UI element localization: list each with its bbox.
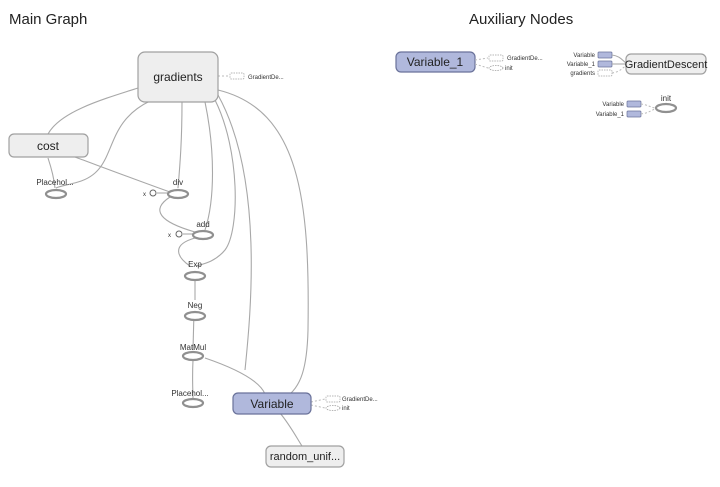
edge-gradients-placeholder: [55, 100, 151, 189]
edge-gradients-exp: [195, 99, 236, 267]
edge-gd-in-3: [611, 65, 627, 74]
gd-input-gradients-label: gradients: [570, 71, 595, 77]
edge-matmul-variable: [204, 357, 266, 395]
add-const[interactable]: x: [168, 230, 183, 239]
variable-label: Variable: [250, 397, 293, 411]
exp-node[interactable]: Exp: [183, 260, 207, 282]
random-uniform-node[interactable]: random_unif...: [265, 445, 345, 468]
variable-1-aux-ref-2[interactable]: init: [488, 65, 513, 73]
init-input-variable-1[interactable]: Variable_1: [596, 110, 642, 118]
div-label: div: [173, 178, 183, 187]
auxiliary-nodes-title: Auxiliary Nodes: [469, 11, 573, 28]
gradients-aux-ref-label: GradientDe...: [248, 75, 284, 81]
edge-variable-aux-2: [310, 404, 326, 409]
edge-gradients-add: [204, 101, 214, 231]
random-uniform-label: random_unif...: [270, 451, 340, 463]
matmul-node[interactable]: MatMul: [180, 343, 206, 362]
variable-aux-ref-2[interactable]: init: [325, 405, 350, 413]
add-const-label: x: [168, 233, 171, 239]
variable-1-aux-ref-2-label: init: [505, 66, 513, 72]
variable-node[interactable]: Variable: [232, 392, 312, 415]
init-input-variable[interactable]: Variable: [602, 100, 642, 108]
variable-1-aux-ref-1-label: GradientDe...: [507, 56, 543, 62]
edge-init-in-1: [640, 103, 656, 109]
exp-label: Exp: [188, 260, 202, 269]
main-graph-title: Main Graph: [9, 11, 87, 28]
gd-input-variable[interactable]: Variable: [573, 51, 613, 59]
edge-div-add: [159, 196, 196, 233]
placeholder-top-label: Placehol...: [36, 178, 73, 187]
add-label: add: [196, 220, 209, 229]
variable-1-aux-ref-1[interactable]: GradientDe...: [488, 54, 543, 62]
gd-input-variable-1[interactable]: Variable_1: [567, 60, 613, 68]
neg-label: Neg: [188, 301, 203, 310]
edge-gradients-cost: [47, 87, 139, 135]
gradients-label: gradients: [153, 70, 202, 84]
edge-gradients-variable: [217, 89, 309, 395]
variable-aux-ref-1-label: GradientDe...: [342, 397, 378, 403]
edge-variable-aux: [310, 398, 326, 403]
init-input-variable-label: Variable: [602, 102, 624, 108]
placeholder-bottom-node[interactable]: Placehol...: [171, 389, 209, 409]
gd-input-variable-1-label: Variable_1: [567, 62, 596, 68]
matmul-label: MatMul: [180, 343, 206, 352]
init-input-variable-1-label: Variable_1: [596, 112, 625, 118]
div-node[interactable]: div: [166, 178, 190, 200]
cost-node[interactable]: cost: [8, 133, 89, 158]
variable-1-label: Variable_1: [407, 55, 464, 69]
div-const[interactable]: x: [143, 189, 157, 198]
placeholder-top-node[interactable]: Placehol...: [36, 178, 74, 200]
edge-add-exp: [178, 237, 196, 267]
edge-variable-1-aux-2: [474, 63, 489, 69]
gradients-aux-ref[interactable]: GradientDe...: [229, 72, 284, 81]
edge-gradients-div: [177, 101, 183, 189]
placeholder-bottom-label: Placehol...: [171, 389, 208, 398]
div-const-label: x: [143, 192, 146, 198]
variable-aux-ref-2-label: init: [342, 406, 350, 412]
cost-label: cost: [37, 139, 60, 153]
init-label: init: [661, 94, 672, 103]
gd-input-gradients[interactable]: gradients: [570, 69, 613, 77]
neg-node[interactable]: Neg: [183, 301, 207, 322]
edge-variable-1-aux-1: [474, 57, 489, 61]
edge-cost-div: [74, 156, 171, 193]
variable-1-node[interactable]: Variable_1: [395, 51, 476, 73]
gradient-descent-node[interactable]: GradientDescent: [625, 53, 708, 75]
add-node[interactable]: add: [191, 220, 215, 241]
edge-gradients-matmul: [217, 94, 252, 371]
gd-input-variable-label: Variable: [573, 53, 595, 59]
edge-gd-in-1: [611, 54, 627, 64]
variable-aux-ref-1[interactable]: GradientDe...: [325, 395, 378, 403]
gradient-descent-label: GradientDescent: [625, 59, 708, 71]
edge-cost-placeholder: [47, 157, 56, 189]
edge-init-in-2: [640, 108, 656, 115]
gradients-node[interactable]: gradients: [137, 51, 219, 103]
edge-variable-random: [279, 412, 303, 447]
init-node[interactable]: init: [654, 94, 678, 114]
